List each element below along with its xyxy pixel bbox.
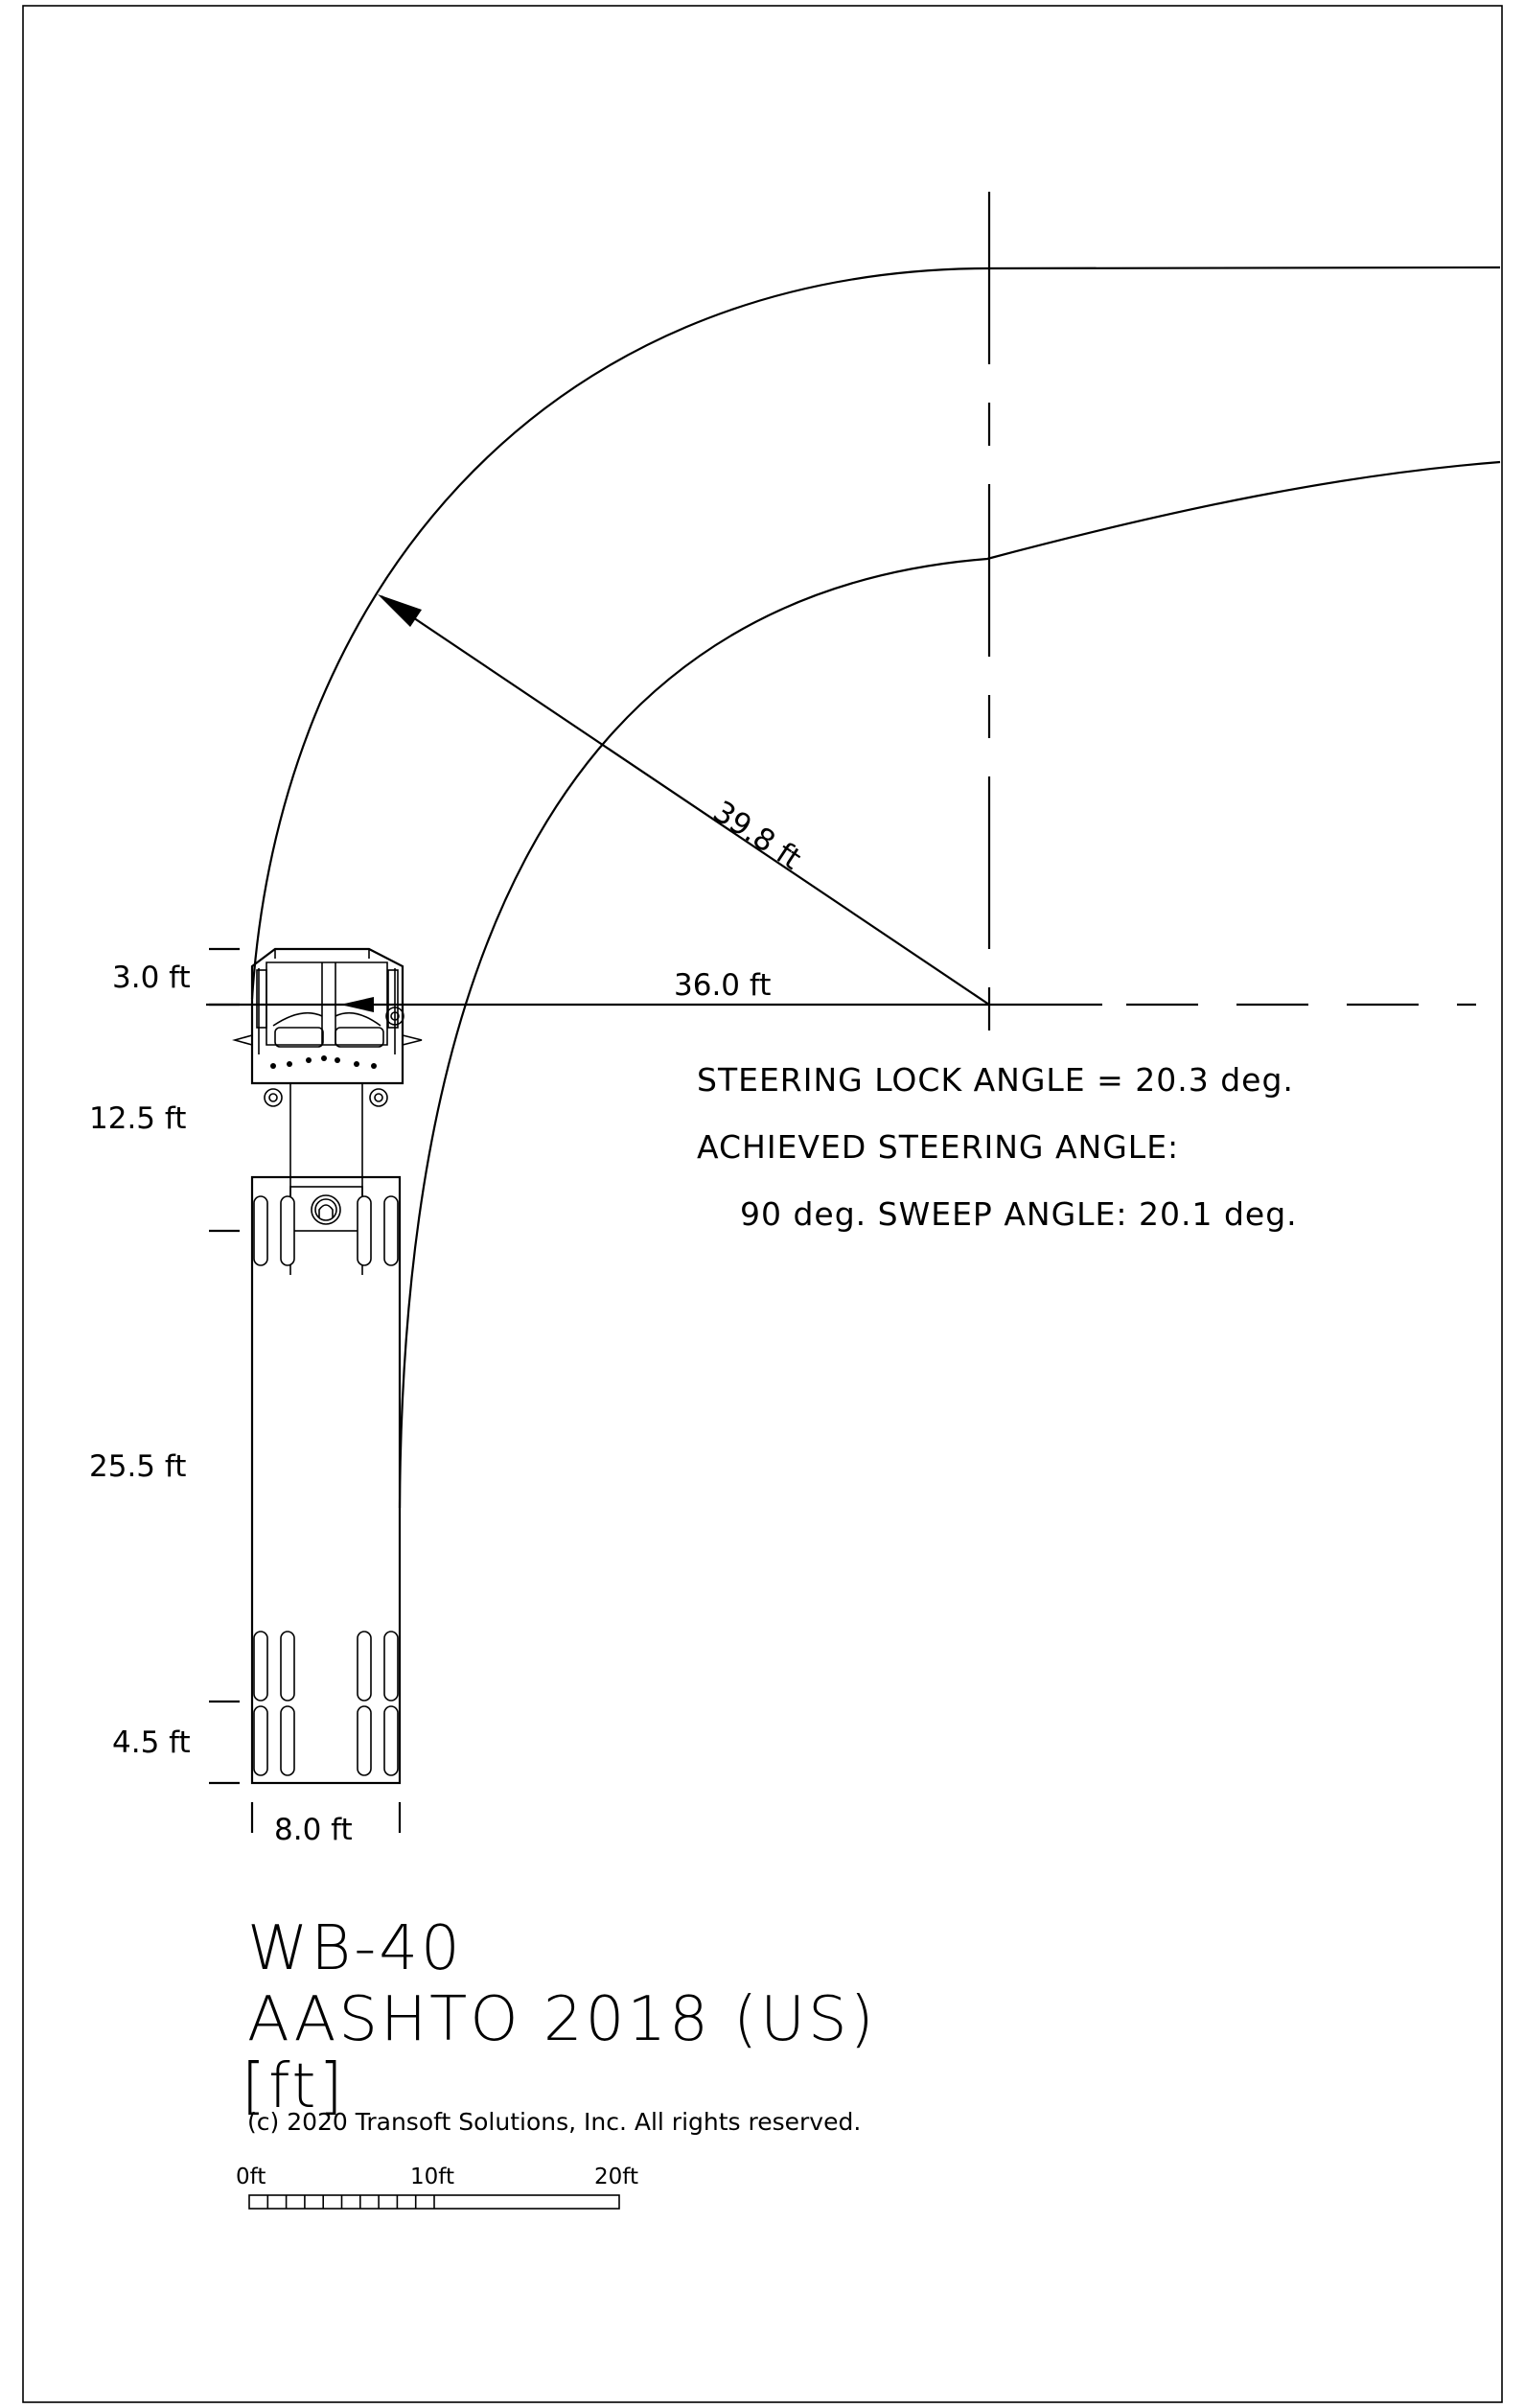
left-mirror <box>232 1033 253 1047</box>
trailer-axle-tires <box>253 1631 399 1776</box>
cab-to-kingpin-label: 12.5 ft <box>89 1101 186 1136</box>
front-overhang-label: 3.0 ft <box>112 961 191 995</box>
vehicle-name: WB-40 <box>247 1913 463 1984</box>
achieved-steering-note: ACHIEVED STEERING ANGLE: <box>697 1128 1179 1166</box>
radius-line <box>381 595 990 1006</box>
drive-axle-tires <box>253 1195 399 1266</box>
length-dimension-ticks <box>209 947 240 1785</box>
scale-label-10: 10ft <box>410 2165 454 2189</box>
steering-lock-note: STEERING LOCK ANGLE = 20.3 deg. <box>697 1061 1294 1099</box>
tractor-cab <box>232 947 423 1107</box>
scale-bar-ticks <box>266 2195 435 2209</box>
inner-swept-path <box>398 460 1501 1509</box>
vehicle-standard: AASHTO 2018 (US) <box>247 1984 877 2055</box>
vehicle-width-label: 8.0 ft <box>274 1813 353 1847</box>
trailer-length-label: 25.5 ft <box>89 1449 186 1484</box>
kingpin <box>311 1194 341 1225</box>
front-right-wheel <box>369 1088 388 1107</box>
outer-swept-path <box>250 266 1501 1000</box>
rear-overhang-label: 4.5 ft <box>112 1725 191 1760</box>
width-dimension-ticks <box>250 1802 402 1833</box>
copyright-notice: (c) 2020 Transoft Solutions, Inc. All ri… <box>247 2108 861 2136</box>
tractor-frame <box>289 1083 363 1275</box>
centerline-offset-label: 36.0 ft <box>674 968 771 1003</box>
turn-radius-label: 39.8 ft <box>707 795 807 877</box>
vehicle-plan-view <box>232 947 423 1785</box>
steering-pivot <box>385 1007 404 1026</box>
scale-label-20: 20ft <box>594 2165 638 2189</box>
cab-lights <box>270 1055 377 1069</box>
sheet-border <box>22 5 1503 2403</box>
front-left-wheel <box>264 1088 283 1107</box>
sweep-angle-note: 90 deg. SWEEP ANGLE: 20.1 deg. <box>740 1195 1298 1233</box>
right-mirror <box>402 1033 423 1047</box>
vehicle-units: [ft] <box>242 2051 345 2122</box>
scale-label-0: 0ft <box>236 2165 266 2189</box>
semitrailer-body <box>250 1175 402 1785</box>
scale-bar: 0ft 10ft 20ft <box>236 2165 638 2210</box>
cab-direction-arrow <box>340 997 374 1012</box>
radius-arrowhead <box>378 594 422 627</box>
